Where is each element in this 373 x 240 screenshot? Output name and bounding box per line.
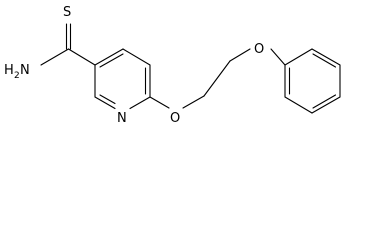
phenyl-bond-5: [284, 96, 313, 114]
bond-o1-ch2: [182, 95, 205, 109]
phenyl-bond-4: [311, 96, 341, 114]
phenyl-bond-2: [311, 48, 341, 66]
ring-bond-5: [94, 96, 116, 110]
bond-ch2-ch2: [203, 60, 231, 97]
bond-c-n-amide: [40, 48, 70, 66]
phenyl-bond-4-inner: [312, 94, 337, 109]
ring-bond-1: [94, 48, 124, 66]
ring-bond-2: [122, 48, 151, 66]
bond-ring-o1: [149, 96, 170, 109]
atom-amine-label: H 2 N: [4, 63, 30, 81]
ring-bond-4: [129, 96, 151, 110]
ring-bond-5-inner: [99, 94, 116, 105]
phenyl-bond-2-inner: [312, 53, 337, 68]
ring-bond-1-inner: [99, 53, 124, 68]
atom-ring-nitrogen-label: N: [117, 111, 127, 126]
phenyl-ring: [284, 48, 341, 114]
ethoxy-linker: [149, 48, 286, 109]
amine-h-label: H: [4, 63, 14, 78]
amine-n-label: N: [20, 63, 30, 78]
pyridine-ring: [94, 48, 151, 110]
chemical-structure: S H 2 N N O O: [4, 5, 341, 126]
bond-o2-phenyl: [270, 48, 286, 66]
amine-subscript-label: 2: [14, 71, 20, 81]
atom-sulfur-label: S: [63, 5, 71, 20]
bond-ch2-o2: [229, 48, 251, 62]
atom-ether-oxygen-1-label: O: [170, 111, 180, 126]
thioamide-group: [40, 23, 96, 66]
atom-ether-oxygen-2-label: O: [254, 42, 264, 57]
bond-c-ring: [67, 48, 96, 66]
phenyl-bond-1: [284, 48, 313, 66]
